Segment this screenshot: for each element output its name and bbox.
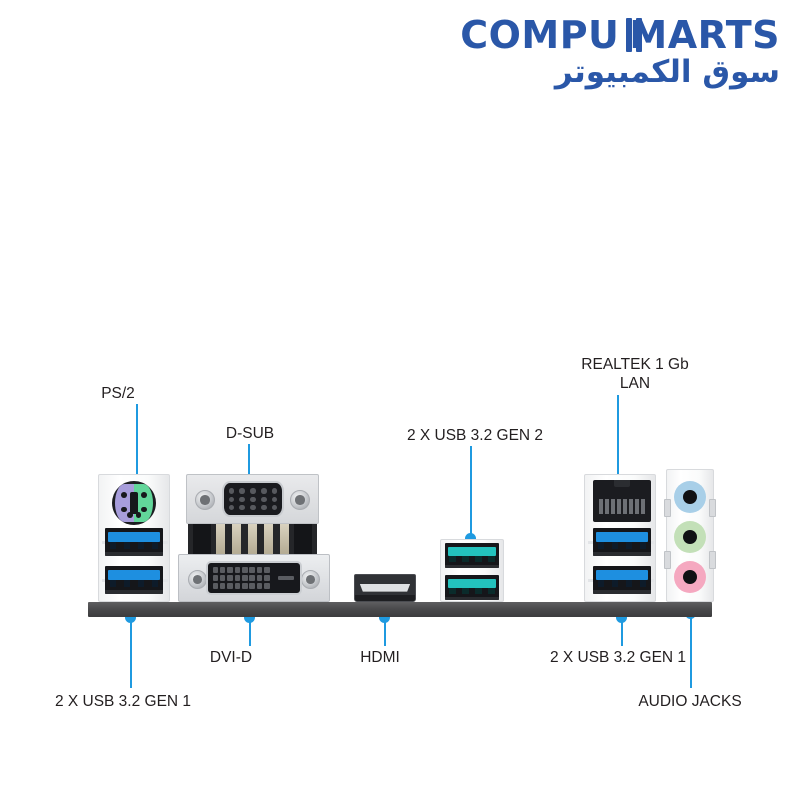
- ps2-key-slot: [129, 491, 139, 514]
- usb-contacts: [597, 542, 647, 550]
- dvid-connector[interactable]: [206, 561, 302, 595]
- ps2-pin: [126, 511, 133, 518]
- usb-port-gen2-top[interactable]: [445, 543, 499, 568]
- usb-port-gen1-right-top[interactable]: [593, 528, 651, 556]
- usb-insert: [596, 532, 648, 542]
- leader-dot-dvid: [244, 612, 255, 623]
- leader-dot-usb-gen2: [465, 533, 476, 544]
- usb-contacts: [109, 580, 159, 588]
- callout-label-ps2: PS/2: [101, 385, 135, 402]
- audio-jack-microphone[interactable]: [674, 561, 706, 593]
- callout-label-audio-jacks: AUDIO JACKS: [638, 693, 742, 710]
- audio-jack-line-out[interactable]: [674, 521, 706, 553]
- usb-lip: [105, 590, 163, 594]
- dvid-pin-grid: [212, 567, 270, 589]
- usb-port-gen2-bottom[interactable]: [445, 575, 499, 600]
- usb-port-gen1-right-bottom[interactable]: [593, 566, 651, 594]
- lan-rj45-port[interactable]: [593, 480, 651, 522]
- usb-insert: [596, 570, 648, 580]
- hdmi-contact-slot: [359, 583, 411, 592]
- ps2-pin: [120, 492, 127, 499]
- leader-line-ps2: [136, 404, 138, 504]
- usb-insert: [448, 547, 496, 556]
- hdmi-base: [355, 595, 415, 601]
- leader-line-usb-gen1-right: [621, 620, 623, 646]
- usb-lip: [593, 590, 651, 594]
- ps2-combo-port[interactable]: [112, 481, 156, 525]
- usb-contacts: [449, 555, 495, 562]
- dvid-pin-row: [212, 582, 270, 589]
- leader-line-audio-jacks: [690, 616, 692, 688]
- usb-contacts: [109, 542, 159, 550]
- leader-dot-hdmi: [379, 612, 390, 623]
- leader-line-dvid: [249, 620, 251, 646]
- usb-port-gen1-left-top[interactable]: [105, 528, 163, 556]
- ps2-pin: [135, 511, 142, 518]
- io-panel-base-bar: [88, 602, 712, 617]
- callout-label-dsub: D-SUB: [225, 425, 275, 442]
- lan-label-line1: REALTEK 1 Gb: [581, 356, 689, 373]
- callout-label-dvid: DVI-D: [209, 649, 253, 666]
- dsub-pin-row: [228, 487, 278, 494]
- audio-shield-tab-left: [664, 551, 671, 569]
- rear-io-panel: [88, 455, 716, 620]
- ps2-pin: [120, 506, 127, 513]
- usb-lip: [445, 596, 499, 600]
- audio-jack-line-in[interactable]: [674, 481, 706, 513]
- hdmi-port[interactable]: [354, 574, 416, 602]
- compumarts-logo: COMPU MARTS سوق الكمبيوتر: [460, 13, 780, 90]
- logo-word-marts: MARTS: [629, 13, 780, 57]
- callout-label-usb-gen1-left: 2 X USB 3.2 GEN 1: [54, 693, 192, 710]
- audio-shield-tab-left: [664, 499, 671, 517]
- ps2-pin: [141, 506, 148, 513]
- leader-dot-usb-gen1-left: [125, 612, 136, 623]
- dsub-neck-block: [293, 524, 312, 554]
- callout-label-hdmi: HDMI: [360, 649, 400, 666]
- usb-port-gen1-left-bottom[interactable]: [105, 566, 163, 594]
- callout-label-usb-gen2: 2 X USB 3.2 GEN 2: [406, 427, 544, 444]
- leader-line-lan: [617, 395, 619, 493]
- lan-label-line2: LAN: [619, 375, 651, 392]
- dsub-screw-post-right: [290, 490, 310, 510]
- leader-dot-usb-gen1-right: [616, 612, 627, 623]
- dsub-screw-post-left: [195, 490, 215, 510]
- usb-lip: [445, 564, 499, 568]
- logo-latin-text: COMPU MARTS: [460, 13, 780, 57]
- dvid-screw-post-right: [301, 570, 320, 589]
- callout-label-lan: REALTEK 1 Gb LAN: [545, 355, 725, 393]
- dvid-blade-slot: [277, 576, 294, 581]
- audio-shield-tab-right: [709, 551, 716, 569]
- dsub-pin-row: [228, 496, 278, 503]
- audio-shield-tab-right: [709, 499, 716, 517]
- dsub-neck: [188, 524, 317, 554]
- leader-line-dsub: [248, 444, 250, 488]
- leader-line-usb-gen1-left: [130, 620, 132, 688]
- usb-insert: [108, 532, 160, 542]
- leader-line-hdmi: [384, 620, 386, 646]
- dvid-screw-post-left: [188, 570, 207, 589]
- usb-contacts: [597, 580, 647, 588]
- leader-line-usb-gen2: [470, 446, 472, 540]
- dvid-pin-row: [212, 567, 270, 574]
- logo-word-compu: COMPU: [460, 13, 620, 57]
- dsub-vga-connector[interactable]: [222, 481, 284, 517]
- dsub-pin-row: [228, 504, 278, 511]
- usb-lip: [105, 552, 163, 556]
- usb-lip: [593, 552, 651, 556]
- dsub-neck-block: [193, 524, 212, 554]
- usb-insert: [108, 570, 160, 580]
- dvid-pin-row: [212, 574, 270, 581]
- logo-arabic-text: سوق الكمبيوتر: [554, 54, 780, 90]
- lan-latch-tab: [613, 480, 631, 488]
- lan-contacts: [598, 499, 646, 514]
- ps2-pin: [141, 492, 148, 499]
- usb-insert: [448, 579, 496, 588]
- usb-contacts: [449, 587, 495, 594]
- callout-label-usb-gen1-right: 2 X USB 3.2 GEN 1: [549, 649, 687, 666]
- dsub-neck-pins: [216, 524, 289, 554]
